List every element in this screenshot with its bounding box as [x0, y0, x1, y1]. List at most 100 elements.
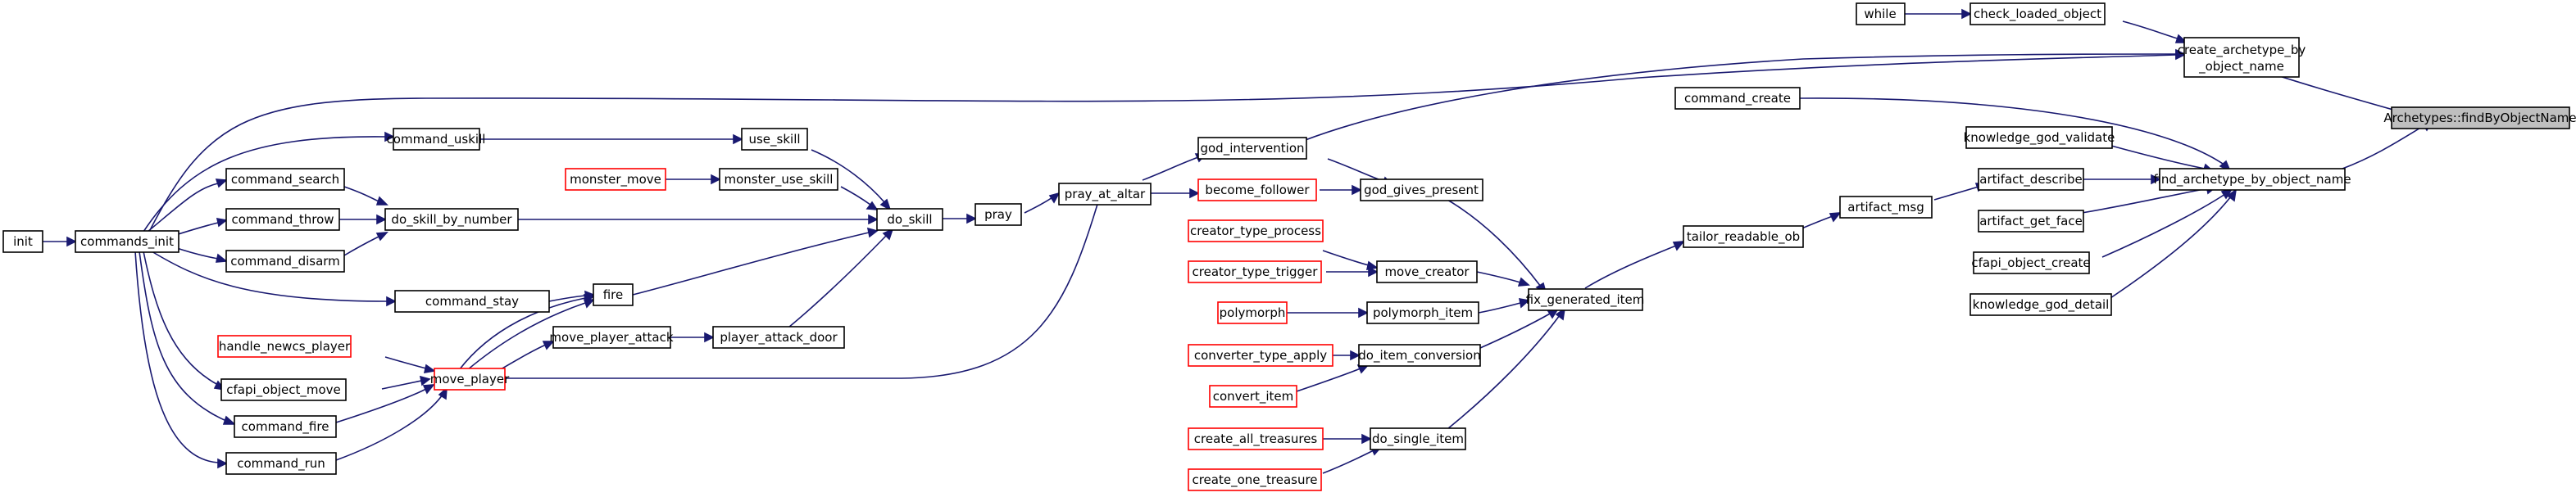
node-cfapi-object-create-label: cfapi_object_create [1971, 255, 2090, 271]
node-handle-newcs-player-label: handle_newcs_player [219, 339, 351, 355]
node-tailor-readable-ob[interactable]: tailor_readable_ob [1683, 225, 1804, 248]
node-player-attack-door[interactable]: player_attack_door [712, 326, 845, 349]
node-artifact-get-face-label: artifact_get_face [1979, 214, 2083, 229]
node-cfapi-object-create[interactable]: cfapi_object_create [1971, 251, 2091, 274]
node-polymorph[interactable]: polymorph [1217, 301, 1288, 324]
node-while[interactable]: while [1856, 2, 1906, 25]
node-create-one-treasure[interactable]: create_one_treasure [1188, 468, 1322, 491]
node-command-create[interactable]: command_create [1674, 87, 1801, 110]
node-knowledge-god-validate[interactable]: knowledge_god_validate [1964, 126, 2115, 149]
node-find-archetype-label: find_archetype_by_object_name [2153, 172, 2351, 188]
node-move-player-attack[interactable]: move_player_attack [549, 326, 674, 349]
edge-artifact-describe-to-find-archetype [2083, 174, 2161, 185]
edge-fire-to-do-skill [632, 227, 879, 296]
node-monster-move[interactable]: monster_move [565, 168, 666, 191]
node-command-disarm[interactable]: command_disarm [225, 250, 345, 273]
node-handle-newcs-player[interactable]: handle_newcs_player [217, 335, 352, 358]
node-player-attack-door-label: player_attack_door [720, 330, 838, 346]
node-create-one-treasure-label: create_one_treasure [1192, 472, 1317, 488]
node-tailor-readable-ob-label: tailor_readable_ob [1687, 229, 1800, 245]
node-do-skill-by-number[interactable]: do_skill_by_number [384, 208, 519, 231]
edge-move-creator-to-fix-generated [1476, 271, 1530, 287]
edge-do-item-conversion-to-fix-generated [1479, 307, 1560, 349]
node-move-player[interactable]: move_player [430, 368, 510, 391]
edge-commands-init-to-command-uskill [143, 131, 395, 233]
edge-check-loaded-to-create-archetype [2122, 20, 2189, 43]
node-do-item-conversion[interactable]: do_item_conversion [1358, 344, 1481, 367]
node-convert-item[interactable]: convert_item [1209, 385, 1297, 408]
edge-god-intervention-to-create-archetype [1302, 48, 2186, 142]
edge-monster-move-to-monster-use-skill [666, 174, 721, 185]
node-monster-use-skill-label: monster_use_skill [725, 172, 834, 188]
node-commands-init[interactable]: commands_init [75, 230, 179, 253]
node-create-archetype-by-object-name[interactable]: create_archetype_by _object_name [2178, 37, 2306, 78]
node-converter-type-apply[interactable]: converter_type_apply [1188, 344, 1333, 367]
node-god-intervention[interactable]: god_intervention [1197, 137, 1307, 160]
node-move-player-label: move_player [430, 372, 510, 387]
node-move-creator[interactable]: move_creator [1376, 260, 1478, 283]
edge-handle-newcs-to-move-player [384, 356, 437, 373]
node-do-single-item[interactable]: do_single_item [1370, 427, 1466, 450]
node-become-follower[interactable]: become_follower [1197, 178, 1317, 201]
node-do-skill[interactable]: do_skill [876, 208, 943, 231]
node-check-loaded-object-label: check_loaded_object [1974, 7, 2101, 22]
node-pray-at-altar-label: pray_at_altar [1065, 187, 1146, 202]
node-pray-at-altar[interactable]: pray_at_altar [1058, 183, 1152, 206]
node-polymorph-item[interactable]: polymorph_item [1366, 301, 1479, 324]
edge-commands-init-to-command-disarm [171, 246, 229, 263]
node-command-throw[interactable]: command_throw [225, 208, 340, 231]
node-create-archetype-label-line2: _object_name [2198, 59, 2284, 75]
node-god-intervention-label: god_intervention [1200, 141, 1304, 156]
edge-commands-init-to-cfapi-object-move [143, 251, 226, 391]
node-fix-generated-item[interactable]: fix_generated_item [1526, 288, 1645, 311]
edge-convert-item-to-do-item-conversion [1296, 364, 1370, 392]
node-god-gives-present[interactable]: god_gives_present [1360, 178, 1483, 201]
edge-move-player-attack-to-player-attack-door [670, 332, 715, 343]
node-artifact-get-face[interactable]: artifact_get_face [1978, 210, 2084, 233]
node-root-label: Archetypes::findByObjectName [2383, 111, 2576, 125]
node-knowledge-god-detail-label: knowledge_god_detail [1973, 297, 2110, 313]
node-fix-generated-item-label: fix_generated_item [1526, 292, 1645, 308]
node-command-fire-label: command_fire [242, 419, 329, 435]
node-creator-type-trigger[interactable]: creator_type_trigger [1188, 260, 1322, 283]
node-command-search[interactable]: command_search [225, 168, 345, 191]
edge-command-search-to-do-skill-by-number [343, 186, 388, 206]
node-knowledge-god-detail[interactable]: knowledge_god_detail [1969, 293, 2112, 316]
node-monster-use-skill[interactable]: monster_use_skill [719, 168, 838, 191]
node-create-all-treasures[interactable]: create_all_treasures [1188, 427, 1324, 450]
node-check-loaded-object[interactable]: check_loaded_object [1969, 2, 2106, 25]
node-artifact-describe-label: artifact_describe [1979, 172, 2082, 188]
node-fire-label: fire [603, 287, 624, 302]
node-god-gives-present-label: god_gives_present [1364, 183, 1479, 198]
edge-command-fire-to-move-player [335, 384, 435, 423]
node-fire[interactable]: fire [593, 283, 634, 306]
edge-converter-type-apply-to-do-item-conversion [1333, 350, 1361, 361]
edge-tailor-readable-to-artifact-msg [1799, 212, 1842, 230]
node-command-run[interactable]: command_run [225, 452, 337, 475]
node-cfapi-object-move[interactable]: cfapi_object_move [220, 378, 347, 401]
node-move-creator-label: move_creator [1384, 264, 1470, 280]
edge-cfapi-object-create-to-find-archetype [2101, 188, 2233, 258]
node-use-skill[interactable]: use_skill [741, 128, 808, 151]
node-artifact-describe[interactable]: artifact_describe [1978, 168, 2084, 191]
edge-command-disarm-to-do-skill-by-number [343, 232, 388, 256]
node-command-fire[interactable]: command_fire [234, 415, 337, 438]
edge-commands-init-to-command-search [147, 178, 228, 233]
node-command-stay[interactable]: command_stay [394, 290, 550, 313]
node-pray[interactable]: pray [975, 203, 1022, 226]
edges [43, 8, 2434, 474]
node-creator-type-trigger-label: creator_type_trigger [1193, 264, 1319, 280]
node-creator-type-process[interactable]: creator_type_process [1188, 219, 1324, 242]
node-find-archetype-by-object-name[interactable]: find_archetype_by_object_name [2153, 168, 2351, 191]
node-create-archetype-label-line1: create_archetype_by [2178, 43, 2306, 58]
node-root[interactable]: Archetypes::findByObjectName [2383, 106, 2576, 129]
node-init[interactable]: init [2, 230, 43, 253]
edge-while-to-check-loaded [1905, 8, 1972, 20]
node-monster-move-label: monster_move [570, 172, 661, 188]
node-artifact-msg[interactable]: artifact_msg [1839, 196, 1933, 219]
edge-monster-use-skill-to-do-skill [840, 186, 879, 210]
edge-use-skill-to-do-skill [811, 149, 892, 211]
node-command-uskill[interactable]: command_uskill [387, 128, 486, 151]
